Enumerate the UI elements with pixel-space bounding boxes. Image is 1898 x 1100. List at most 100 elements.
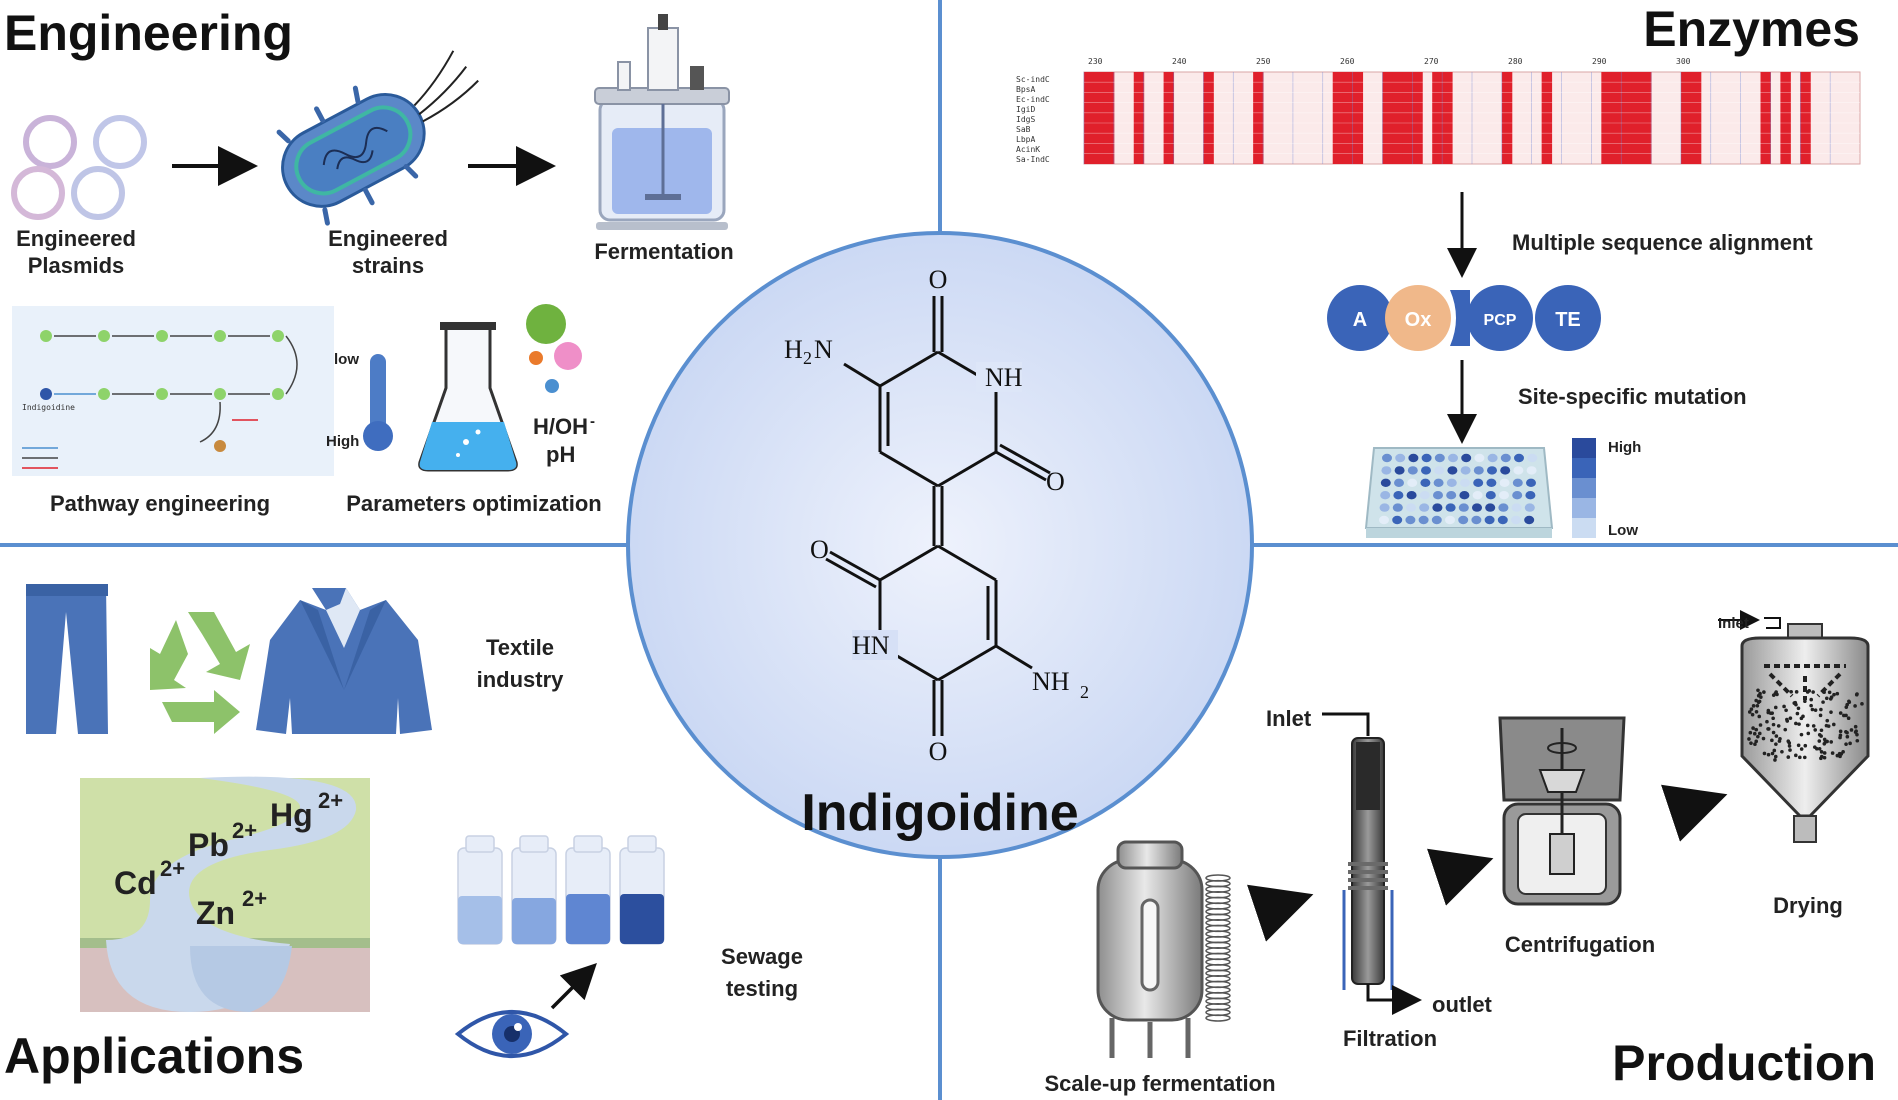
mutation-label: Site-specific mutation <box>1518 384 1747 409</box>
well <box>1487 453 1498 463</box>
well <box>1431 515 1442 525</box>
scale-high-label: High <box>1608 439 1641 456</box>
well <box>1487 466 1497 475</box>
enzymes-title: Enzymes <box>1643 1 1860 57</box>
well <box>1446 491 1457 500</box>
domain-te-label: TE <box>1555 309 1581 331</box>
well <box>1420 478 1431 487</box>
ion-zn-charge: 2+ <box>242 886 267 911</box>
msa-conserved-column <box>1501 72 1513 164</box>
msa-position-label: 290 <box>1592 57 1607 66</box>
msa-conserved-column <box>1680 72 1692 164</box>
well <box>1472 491 1483 500</box>
well <box>1514 453 1524 463</box>
ion-pb: Pb <box>188 827 229 863</box>
msa-conserved-column <box>1760 72 1771 164</box>
well <box>1524 515 1535 525</box>
fermentation-tank-icon <box>1096 840 1231 1058</box>
well <box>1524 503 1535 512</box>
msa-conserved-column <box>1253 72 1264 164</box>
msa-position-label: 230 <box>1088 57 1103 66</box>
well <box>1419 491 1430 500</box>
parameters-optimization-label: Parameters optimization <box>346 491 602 516</box>
msa-conserved-column <box>1631 72 1642 164</box>
well <box>1498 503 1509 512</box>
well <box>1434 466 1445 475</box>
spray-dryer-icon <box>1718 610 1870 843</box>
thermometer-icon <box>363 354 393 451</box>
msa-conserved-column <box>1392 72 1403 164</box>
plasmids-label-2: Plasmids <box>28 253 125 278</box>
well <box>1407 478 1418 487</box>
well <box>1421 453 1432 463</box>
well <box>1500 453 1511 463</box>
center-circle <box>626 231 1254 859</box>
domain-a-label: A <box>1353 309 1367 331</box>
well <box>1527 453 1538 463</box>
blazer-icon <box>256 588 432 734</box>
msa-conserved-column <box>1611 72 1622 164</box>
well <box>1379 503 1390 512</box>
msa-conserved-column <box>1690 72 1702 164</box>
msa-sequence-name: IgiD <box>1016 105 1035 114</box>
well <box>1406 491 1417 500</box>
well <box>1511 503 1522 512</box>
msa-conserved-column <box>1541 72 1553 164</box>
msa-conserved-column <box>1203 72 1214 164</box>
msa-sequence-name: Sa-IndC <box>1016 155 1050 164</box>
well <box>1395 453 1406 463</box>
well <box>1405 515 1416 525</box>
well <box>1448 453 1458 463</box>
well <box>1419 503 1430 512</box>
atom-hn: HN <box>852 631 890 660</box>
filtration-label: Filtration <box>1343 1026 1437 1051</box>
production-title: Production <box>1612 1035 1876 1091</box>
hn-label-mask <box>852 630 898 660</box>
well <box>1499 491 1509 500</box>
msa-conserved-column <box>1332 72 1344 164</box>
well <box>1484 515 1495 525</box>
arrow-filtration-to-centrifuge <box>1426 848 1494 906</box>
nh-label-mask <box>976 362 1022 392</box>
applications-quadrant: Textile industry Hg 2+ Pb 2+ Cd 2+ Zn 2+ <box>4 584 803 1084</box>
msa-position-label: 270 <box>1424 57 1439 66</box>
well <box>1406 503 1416 512</box>
strains-label-1: Engineered <box>328 226 448 251</box>
well <box>1447 466 1458 475</box>
ion-hg: Hg <box>270 797 313 833</box>
pathway-engineering-label: Pathway engineering <box>50 491 270 516</box>
msa-conserved-column <box>1103 72 1115 164</box>
drying-label: Drying <box>1773 893 1843 918</box>
atom-o-bottom: O <box>929 737 948 766</box>
well <box>1446 478 1457 487</box>
well <box>1459 491 1470 500</box>
well <box>1380 478 1391 487</box>
msa-position-label: 240 <box>1172 57 1187 66</box>
well <box>1433 478 1444 487</box>
msa-position-label: 300 <box>1676 57 1691 66</box>
well <box>1525 491 1536 500</box>
msa-sequence-name: IdgS <box>1016 115 1035 124</box>
msa-conserved-column <box>1093 72 1105 164</box>
nrps-domains: A Ox PCP TE <box>1327 285 1601 351</box>
domain-pcp-label: PCP <box>1484 312 1517 329</box>
msa-conserved-column <box>1084 72 1095 164</box>
domain-a <box>1327 285 1393 351</box>
well-plate-icon <box>1364 447 1554 538</box>
sample-vials-icon <box>457 835 665 945</box>
well <box>1512 478 1523 487</box>
ion-cd: Cd <box>114 865 157 901</box>
well <box>1382 453 1392 463</box>
msa-conserved-column <box>1442 72 1453 164</box>
well <box>1394 478 1404 487</box>
msa-conserved-column <box>1412 72 1423 164</box>
arrow-tank-to-filtration <box>1246 884 1314 942</box>
msa-conserved-column <box>1641 72 1652 164</box>
well <box>1434 453 1445 463</box>
well <box>1380 491 1391 500</box>
well <box>1499 478 1510 487</box>
msa-position-label: 260 <box>1340 57 1355 66</box>
msa-conserved-column <box>1780 72 1791 164</box>
